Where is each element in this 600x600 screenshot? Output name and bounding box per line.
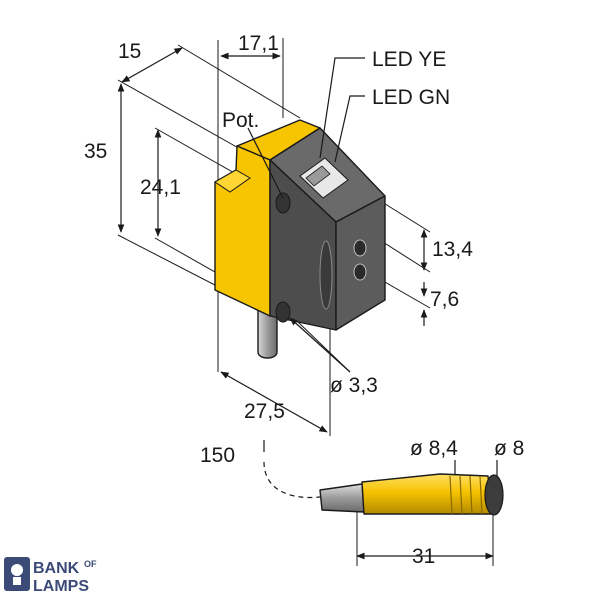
dim-24-1-label: 24,1 [140, 176, 181, 199]
dim-31-label: 31 [412, 545, 435, 568]
dim-17-1-label: 17,1 [238, 32, 279, 55]
sensor-housing [214, 119, 386, 331]
dim-d3-3-label: ø 3,3 [330, 374, 378, 397]
lamp-logo-icon [4, 557, 30, 591]
dim-13-4-label: 13,4 [432, 238, 473, 261]
logo-line1-sup: OF [84, 559, 97, 569]
pot-label: Pot. [222, 109, 259, 132]
dim-150-label: 150 [200, 444, 235, 467]
led-ye-label: LED YE [372, 48, 446, 71]
dim-d8-label: ø 8 [494, 437, 524, 460]
dim-27-5-label: 27,5 [244, 400, 285, 423]
logo-line2: LAMPS [33, 578, 89, 595]
logo-line1: BANK [33, 560, 80, 577]
dim-35-label: 35 [84, 140, 107, 163]
dim-15-label: 15 [118, 40, 141, 63]
dim-7-6-label: 7,6 [430, 288, 459, 311]
bank-of-lamps-logo: BANK OF LAMPS [4, 557, 97, 595]
dim-d8-4-label: ø 8,4 [410, 437, 458, 460]
cable-connector-assembly [263, 440, 504, 516]
led-gn-label: LED GN [372, 86, 450, 109]
dimension-labels: 15 17,1 LED YE LED GN Pot. 35 24,1 13,4 … [84, 32, 524, 568]
